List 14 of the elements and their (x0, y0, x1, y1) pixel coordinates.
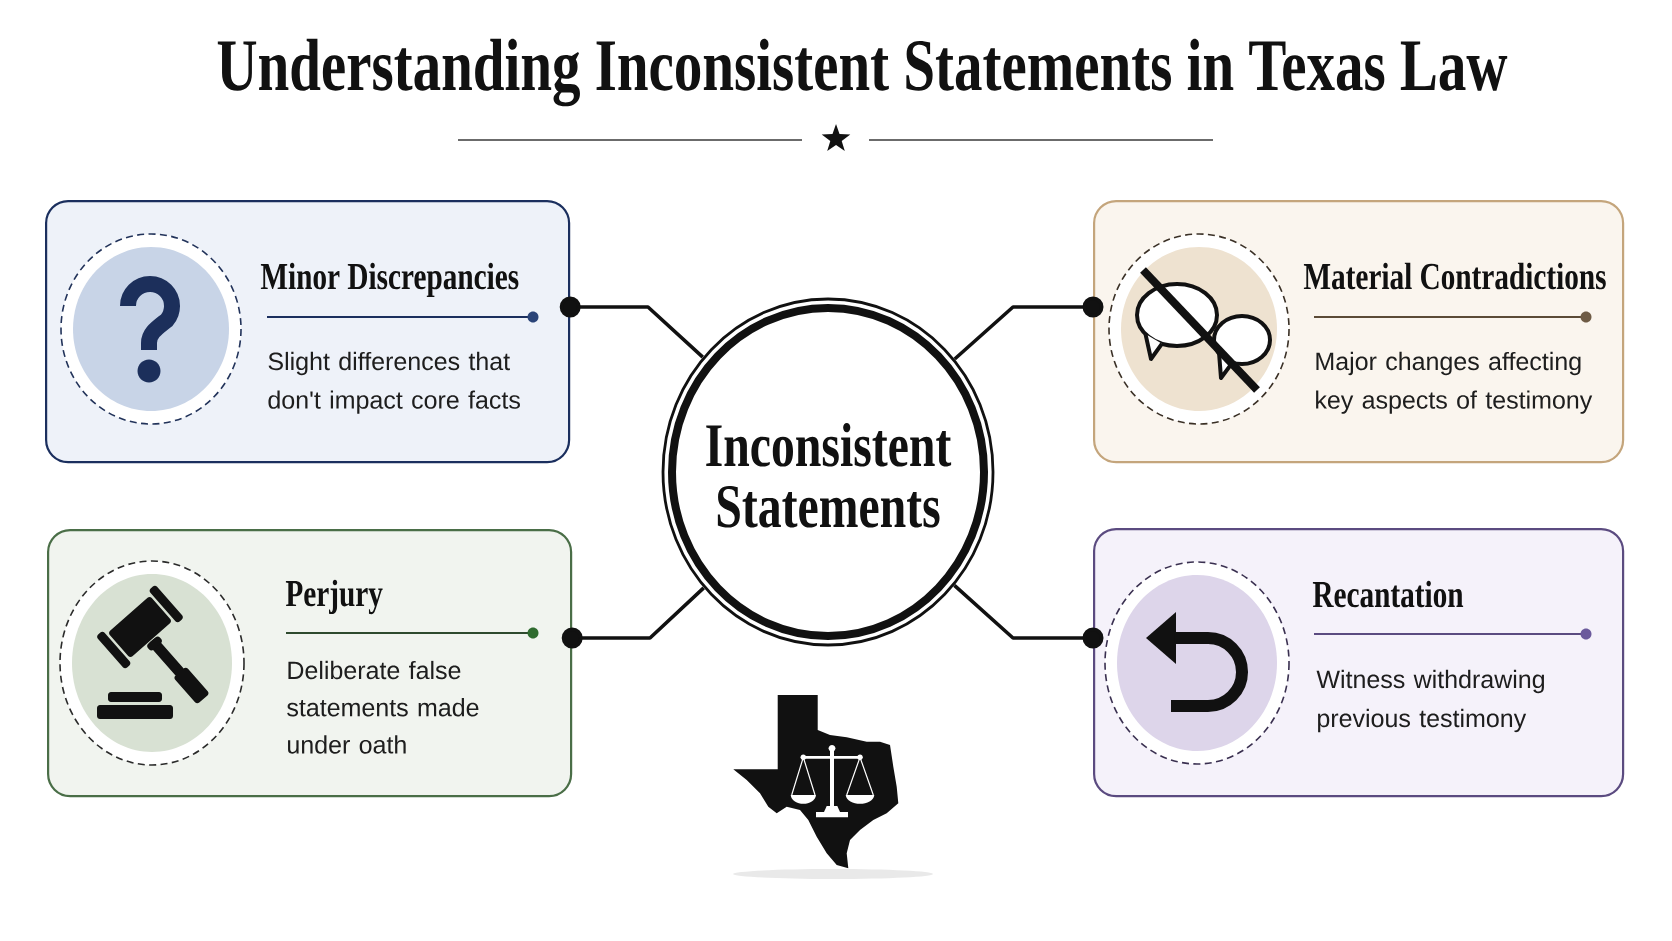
title: Understanding Inconsistent Statements in Texas Law (217, 38, 1508, 107)
card-heading: Recantation (1312, 580, 1464, 608)
connector (559, 296, 704, 359)
card-heading: Perjury (285, 579, 383, 615)
center-label: Inconsistent Statements (706, 422, 952, 528)
card-heading: Material Contradictions (1303, 262, 1606, 290)
connector (561, 586, 705, 649)
connector (953, 584, 1104, 649)
card-description: Slight differences that don't impact core facts (268, 351, 520, 414)
card-description: Witness withdrawing previous testimony (1316, 669, 1544, 733)
card-description: Major changes affecting key aspects of testimony (1316, 351, 1593, 414)
card-heading: Minor Discrepancies (260, 262, 519, 298)
connector (953, 296, 1104, 361)
card-description: Deliberate false statements made under oath (287, 660, 479, 754)
